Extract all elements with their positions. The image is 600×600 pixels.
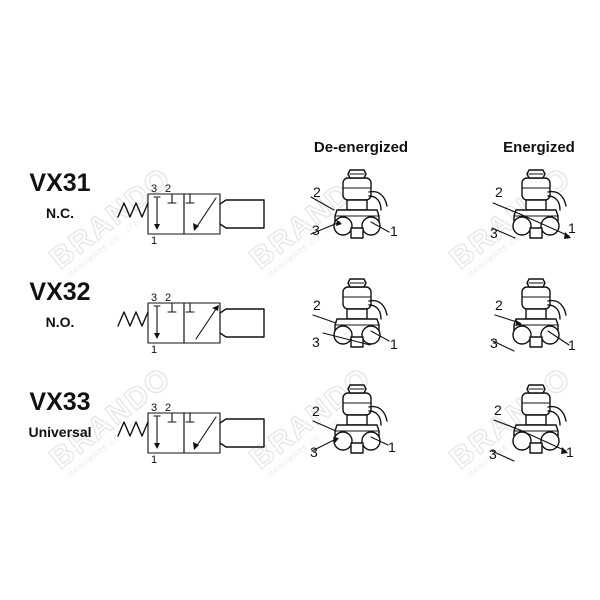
- port-3-label: 3: [310, 444, 318, 460]
- port-2-label: 2: [494, 402, 502, 418]
- port-2-label: 2: [495, 297, 503, 313]
- row-vx31: VX31 N.C. 3 2 1 2 3 1: [29, 169, 576, 247]
- port-2-label: 2: [165, 183, 171, 195]
- row-vx33: VX33 Universal 3 2 1 2 3 1: [28, 384, 574, 466]
- port-3-label: 3: [151, 292, 157, 304]
- header-de-energized: De-energized: [314, 139, 408, 156]
- valve-symbol: 3 2 1: [117, 402, 265, 466]
- valve-symbol: 3 2 1: [117, 183, 265, 247]
- port-1-label: 1: [566, 444, 574, 460]
- port-3-label: 3: [490, 335, 498, 351]
- type-label: N.O.: [46, 314, 75, 330]
- port-1-label: 1: [151, 344, 157, 356]
- port-1-label: 1: [390, 223, 398, 239]
- port-3-label: 3: [151, 183, 157, 195]
- de-energized-diagram: 2 3 1: [310, 384, 396, 460]
- energized-diagram: 2 3 1: [490, 169, 576, 241]
- port-1-label: 1: [388, 439, 396, 455]
- port-1-label: 1: [568, 220, 576, 236]
- port-1-label: 1: [151, 454, 157, 466]
- port-1-label: 1: [151, 235, 157, 247]
- port-3-label: 3: [489, 446, 497, 462]
- valve-symbol: 3 2 1: [117, 292, 265, 356]
- port-1-label: 1: [568, 337, 576, 353]
- port-2-label: 2: [312, 403, 320, 419]
- watermark: BRANDO HARDWARE CO., LTD BRANDO HARDWARE…: [43, 160, 578, 478]
- port-2-label: 2: [495, 184, 503, 200]
- port-2-label: 2: [165, 402, 171, 414]
- port-3-label: 3: [312, 334, 320, 350]
- model-label: VX33: [29, 388, 90, 416]
- port-2-label: 2: [165, 292, 171, 304]
- port-3-label: 3: [151, 402, 157, 414]
- port-2-label: 2: [313, 184, 321, 200]
- row-vx32: VX32 N.O. 3 2 1 2 3 1 2: [29, 278, 576, 356]
- energized-diagram: 2 3 1: [490, 278, 576, 353]
- model-label: VX32: [29, 278, 90, 306]
- watermark-brand: BRANDO: [444, 361, 578, 475]
- type-label: N.C.: [46, 205, 74, 221]
- port-1-label: 1: [390, 336, 398, 352]
- port-3-label: 3: [312, 222, 320, 238]
- model-label: VX31: [29, 169, 90, 197]
- de-energized-diagram: 2 3 1: [312, 278, 398, 352]
- type-label: Universal: [28, 424, 91, 440]
- port-3-label: 3: [490, 225, 498, 241]
- port-2-label: 2: [313, 297, 321, 313]
- de-energized-diagram: 2 3 1: [310, 169, 398, 239]
- header-energized: Energized: [503, 139, 575, 156]
- energized-diagram: 2 3 1: [489, 384, 574, 462]
